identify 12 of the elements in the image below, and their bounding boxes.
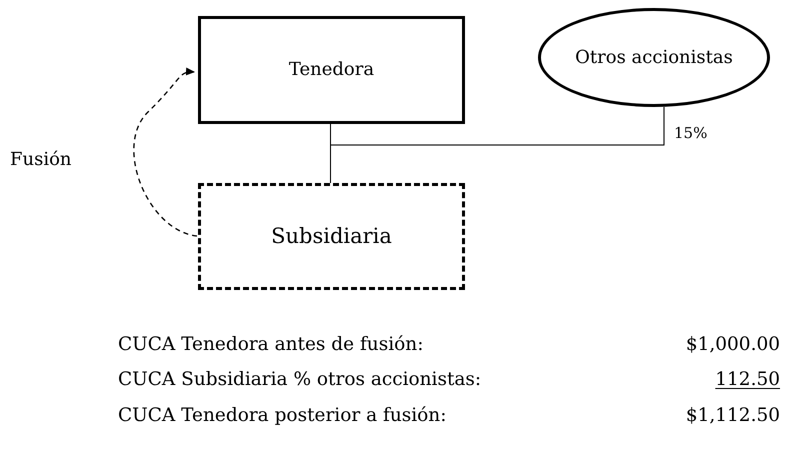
entity-box bbox=[198, 183, 465, 290]
node-label: Subsidiaria bbox=[271, 224, 392, 250]
node-label: Otros accionistas bbox=[575, 46, 733, 68]
item-text: CUCA Subsidiaria % otros accionistas: bbox=[118, 369, 482, 391]
entity-box bbox=[198, 16, 465, 124]
amount-text: 112.50 bbox=[715, 369, 780, 391]
arrow bbox=[133, 68, 198, 237]
amount-text: $1,000.00 bbox=[686, 334, 780, 356]
node-label: Tenedora bbox=[288, 59, 374, 81]
item-text: CUCA Tenedora antes de fusión: bbox=[118, 334, 424, 356]
item-text: CUCA Tenedora posterior a fusión: bbox=[118, 404, 446, 426]
amount-text: $1,112.50 bbox=[686, 404, 780, 426]
